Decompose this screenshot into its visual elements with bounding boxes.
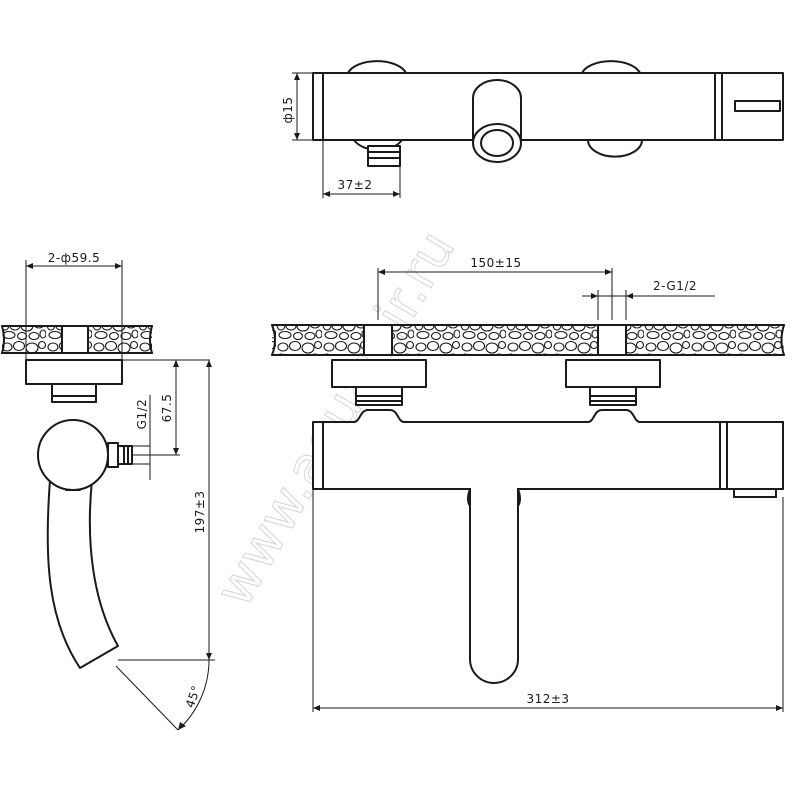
dim-front-width: 312±3 xyxy=(526,692,569,706)
side-view: 2-ф59.5 67.5 G1/2 197±3 45° xyxy=(1,251,215,731)
side-spout xyxy=(46,479,119,669)
dim-side-height-small: 67.5 xyxy=(160,394,174,423)
top-knob-lower-right xyxy=(587,139,643,158)
top-spout xyxy=(472,79,522,141)
front-flange-left xyxy=(331,359,427,388)
front-flange-right xyxy=(565,359,661,388)
front-handle xyxy=(719,421,784,490)
top-knob-right xyxy=(581,60,641,74)
dim-side-flange: 2-ф59.5 xyxy=(48,251,100,265)
top-view: ф15 37±2 xyxy=(281,60,784,198)
dim-top-diameter: ф15 xyxy=(281,96,295,123)
front-spout xyxy=(469,488,519,684)
dim-front-spacing: 150±15 xyxy=(470,256,521,270)
front-body xyxy=(312,409,784,490)
dim-side-thread: G1/2 xyxy=(135,399,149,430)
top-slot xyxy=(734,100,781,112)
dim-side-height-total: 197±3 xyxy=(193,490,207,533)
dim-front-thread: 2-G1/2 xyxy=(653,279,697,293)
watermark: www.aquamir.ru xyxy=(204,221,467,616)
top-knob-left xyxy=(347,60,407,74)
front-pipe-left xyxy=(363,324,393,356)
side-connector xyxy=(51,383,97,403)
top-outlet xyxy=(367,145,401,167)
side-flange xyxy=(25,359,123,385)
dim-side-angle: 45° xyxy=(183,684,204,710)
dim-top-offset: 37±2 xyxy=(338,178,373,192)
front-view: 150±15 2-G1/2 312±3 xyxy=(271,256,785,712)
top-body xyxy=(312,72,784,141)
front-pipe-right xyxy=(597,324,627,356)
side-body xyxy=(37,419,109,491)
side-wall-pipe xyxy=(61,325,89,354)
